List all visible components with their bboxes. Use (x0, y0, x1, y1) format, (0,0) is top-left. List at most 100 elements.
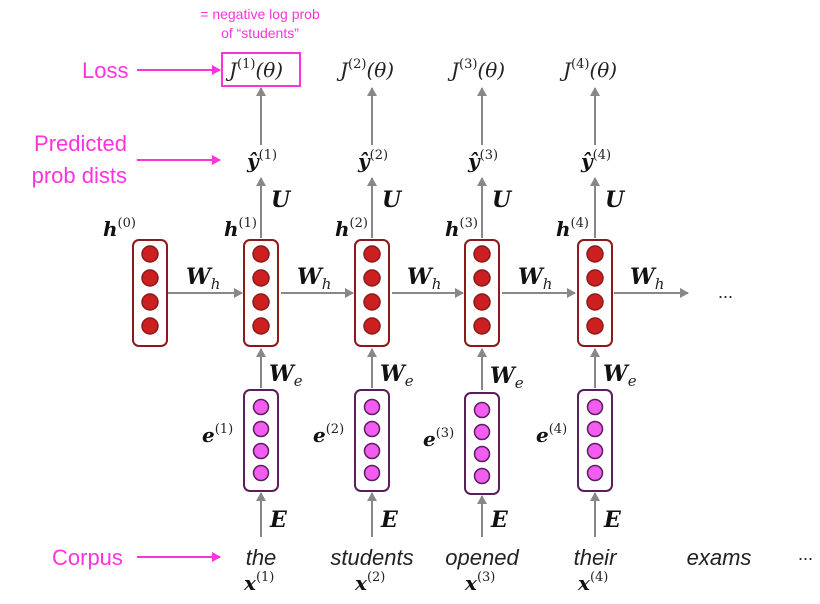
hidden-h3-label: h(3) (445, 216, 478, 241)
hidden-unit (586, 245, 604, 263)
embedding-e4-label: e(4) (536, 422, 567, 447)
wh-label: Wh (518, 264, 552, 293)
wh-label: Wh (407, 264, 441, 293)
embedding-unit (586, 398, 604, 416)
hidden-state-h2 (354, 239, 390, 347)
continuation-ellipsis: ... (718, 282, 733, 302)
e-matrix-label: E (603, 507, 622, 533)
input-x1: x(1) (243, 570, 274, 595)
h0-unit (141, 269, 159, 287)
hidden-unit (252, 317, 270, 335)
input-x2: x(2) (354, 570, 385, 595)
timestep-1: J(1)(θ) ŷ(1) U h(1) We e(1) E the x(1) (202, 52, 303, 595)
u-label: U (492, 187, 513, 213)
h0-unit (141, 293, 159, 311)
embedding-unit (473, 423, 491, 441)
embedding-unit (252, 464, 270, 482)
embedding-unit (586, 464, 604, 482)
hidden-unit (473, 269, 491, 287)
we-label: We (380, 361, 414, 390)
hidden-unit (363, 245, 381, 263)
u-label: U (271, 187, 292, 213)
hidden-unit (473, 245, 491, 263)
h0-label: h(0) (103, 216, 136, 241)
hidden-h1-label: h(1) (224, 216, 257, 241)
hidden-h4-label: h(4) (556, 216, 589, 241)
embedding-e1 (243, 389, 279, 492)
embedding-unit (586, 420, 604, 438)
hidden-h2-label: h(2) (335, 216, 368, 241)
timestep-2: J(2)(θ) ŷ(2) U h(2) We e(2) E students x… (313, 57, 414, 595)
hidden-unit (473, 317, 491, 335)
hidden-state-h4 (577, 239, 613, 347)
loss-j2: J(2)(θ) (336, 57, 394, 82)
embedding-unit (363, 420, 381, 438)
embedding-unit (473, 401, 491, 419)
embedding-e2 (354, 389, 390, 492)
hidden-state-h3 (464, 239, 500, 347)
timestep-3: J(3)(θ) ŷ(3) U h(3) We e(3) E opened x(3… (423, 57, 524, 595)
prediction-y4: ŷ(4) (580, 148, 611, 173)
input-x4: x(4) (577, 570, 608, 595)
corpus-word-their: their (574, 545, 618, 570)
loss-annotation-line2: of “students” (221, 25, 299, 41)
prediction-y1: ŷ(1) (246, 148, 277, 173)
embedding-unit (252, 398, 270, 416)
corpus-word-students: students (330, 545, 413, 570)
embedding-e3 (464, 392, 500, 495)
e-matrix-label: E (380, 507, 399, 533)
u-label: U (605, 187, 626, 213)
corpus-word-opened: opened (445, 545, 519, 570)
h0-unit (141, 245, 159, 263)
corpus-word-exams: exams (687, 545, 752, 570)
timestep-4: J(4)(θ) ŷ(4) U h(4) We e(4) E their x(4) (536, 57, 637, 595)
we-label: We (490, 363, 524, 392)
wh-label: Wh (630, 264, 664, 293)
embedding-unit (363, 464, 381, 482)
embedding-unit (473, 467, 491, 485)
predicted-label-line1: Predicted (34, 131, 127, 156)
wh-label: Wh (186, 264, 220, 293)
u-label: U (382, 187, 403, 213)
loss-j1: J(1)(θ) (225, 57, 283, 82)
loss-j4: J(4)(θ) (559, 57, 617, 82)
predicted-label-line2: prob dists (32, 163, 127, 188)
h0-unit (141, 317, 159, 335)
hidden-unit (252, 269, 270, 287)
loss-j3: J(3)(θ) (447, 57, 505, 82)
embedding-e2-label: e(2) (313, 422, 344, 447)
hidden-state-h1 (243, 239, 279, 347)
embedding-e1-label: e(1) (202, 422, 233, 447)
embedding-e4 (577, 389, 613, 492)
embedding-unit (252, 442, 270, 460)
corpus-word-the: the (246, 545, 277, 570)
loss-label: Loss (82, 58, 128, 83)
e-matrix-label: E (490, 507, 509, 533)
hidden-unit (473, 293, 491, 311)
loss-annotation-line1: = negative log prob (200, 6, 320, 22)
embedding-unit (363, 442, 381, 460)
corpus-label: Corpus (52, 545, 123, 570)
embedding-unit (363, 398, 381, 416)
we-label: We (269, 361, 303, 390)
hidden-unit (252, 245, 270, 263)
we-label: We (603, 361, 637, 390)
hidden-unit (586, 317, 604, 335)
embedding-unit (586, 442, 604, 460)
e-matrix-label: E (269, 507, 288, 533)
hidden-unit (363, 293, 381, 311)
embedding-e3-label: e(3) (423, 426, 454, 451)
hidden-unit (586, 293, 604, 311)
hidden-unit (363, 269, 381, 287)
prediction-y3: ŷ(3) (467, 148, 498, 173)
loss-highlight-box (221, 52, 301, 87)
input-x3: x(3) (464, 570, 495, 595)
hidden-unit (252, 293, 270, 311)
corpus-ellipsis: ... (798, 544, 813, 564)
prediction-y2: ŷ(2) (357, 148, 388, 173)
embedding-unit (473, 445, 491, 463)
hidden-unit (363, 317, 381, 335)
embedding-unit (252, 420, 270, 438)
h0-vector (132, 239, 168, 347)
